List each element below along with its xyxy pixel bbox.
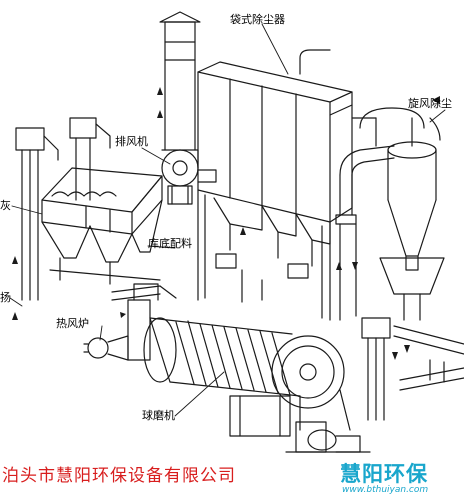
feed-conveyor <box>111 285 177 301</box>
duct-bag-to-cyclone <box>299 49 395 225</box>
label-exhaust-fan: 排风机 <box>115 135 148 148</box>
label-yang: 扬 <box>0 291 11 304</box>
bag-filter <box>197 61 353 321</box>
exhaust-fan <box>161 149 217 205</box>
leader-lines <box>9 23 446 417</box>
logo-text: 慧阳环保 <box>340 462 428 486</box>
exhaust-stack <box>159 11 201 151</box>
output-conveyor <box>393 325 464 391</box>
bucket-elevator-left <box>15 117 111 301</box>
cyclone-separator <box>359 107 445 321</box>
label-hot-furnace: 热风炉 <box>56 317 89 330</box>
drive-motor <box>285 421 371 453</box>
hot-air-furnace <box>83 283 159 361</box>
label-bag-filter: 袋式除尘器 <box>230 13 285 26</box>
ball-mill <box>143 317 351 437</box>
label-ball-mill: 球磨机 <box>142 409 175 422</box>
label-bin-dosing: 库底配料 <box>148 237 192 250</box>
label-ash: 灰 <box>0 199 11 212</box>
label-cyclone: 旋风除尘 <box>408 97 452 110</box>
silo-bins <box>41 167 163 285</box>
structure-legs <box>241 223 357 321</box>
flow-arrows <box>12 87 440 360</box>
brand-logo: 慧阳环保 www.bthuiyan.com <box>338 456 464 500</box>
company-name: 泊头市慧阳环保设备有限公司 <box>2 466 236 486</box>
logo-url: www.bthuiyan.com <box>342 485 429 495</box>
bucket-elevator-right <box>361 317 391 421</box>
